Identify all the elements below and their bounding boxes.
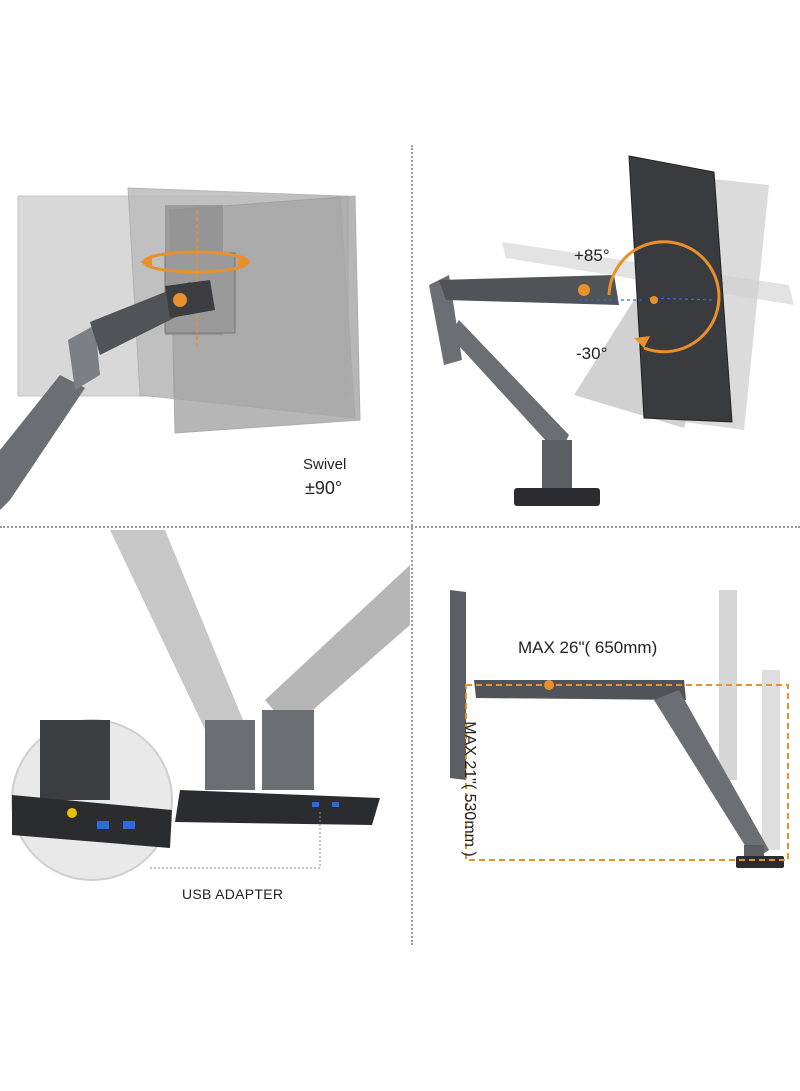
extension-panel: MAX 26"( 650mm) MAX 21"( 530mm ) bbox=[414, 530, 800, 1091]
swivel-panel: Swivel ±90° bbox=[0, 0, 410, 525]
tilt-panel: +85° -30° bbox=[414, 0, 800, 525]
usb-panel: USB ADAPTER bbox=[0, 530, 410, 1091]
max-extension-vertical-label: MAX 21"( 530mm ) bbox=[461, 721, 478, 857]
tilt-down-label: -30° bbox=[576, 344, 608, 363]
usb-illustration bbox=[11, 530, 410, 881]
swivel-degree-label: ±90° bbox=[305, 478, 343, 498]
extension-illustration bbox=[450, 590, 789, 868]
vertical-divider bbox=[411, 145, 413, 945]
swivel-illustration bbox=[0, 187, 361, 510]
swivel-label: Swivel bbox=[303, 456, 347, 473]
horizontal-divider bbox=[0, 526, 800, 528]
max-extension-horizontal-label: MAX 26"( 650mm) bbox=[518, 638, 658, 657]
tilt-illustration bbox=[429, 155, 794, 506]
usb-adapter-label: USB ADAPTER bbox=[182, 886, 284, 902]
tilt-up-label: +85° bbox=[574, 246, 610, 265]
